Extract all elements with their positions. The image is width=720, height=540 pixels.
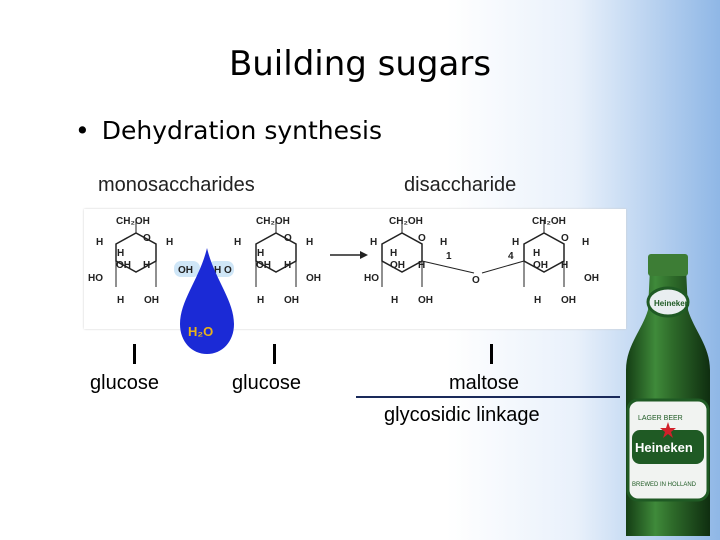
ring-oxygen: O (418, 233, 426, 244)
oh-group: OH (418, 295, 433, 306)
h-atom: H (370, 237, 377, 248)
oh-group: OH (533, 260, 548, 271)
oh-group: OH (561, 295, 576, 306)
h-atom: H (440, 237, 447, 248)
bottle-bottom-text: BREWED IN HOLLAND (632, 482, 697, 488)
carbon-number: 4 (508, 251, 514, 262)
arrow-head-icon (360, 251, 368, 259)
ring-oxygen: O (561, 233, 569, 244)
h-atom: H (534, 295, 541, 306)
ch2oh-label: CH₂OH (389, 216, 423, 227)
tick-mark (133, 344, 136, 364)
h-atom: H (284, 260, 291, 271)
ch2oh-label: CH₂OH (116, 216, 150, 227)
ho-group: HO (88, 273, 103, 284)
maltose-ring-1: CH₂OH O H H H OH H 1 HO H OH O (364, 216, 480, 306)
h-atom: H (257, 295, 264, 306)
leaving-h: H (214, 265, 221, 276)
bottle-subtext: LAGER BEER (638, 415, 683, 422)
carbon-number: 1 (446, 251, 452, 262)
h-atom: H (582, 237, 589, 248)
h-atom: H (143, 260, 150, 271)
beer-bottle-image: Heineken LAGER BEER Heineken BREWED IN H… (626, 254, 710, 536)
glucose-label-1: glucose (90, 372, 159, 394)
reaction-diagram: CH₂OH O H H H OH H HO H OH OH H O (84, 209, 626, 329)
bullet-text: Dehydration synthesis (101, 116, 383, 145)
h-atom: H (96, 237, 103, 248)
tick-mark (273, 344, 276, 364)
ch2oh-label: CH₂OH (256, 216, 290, 227)
leaving-oh: OH (178, 265, 193, 276)
oh-group: OH (306, 273, 321, 284)
reaction-svg: CH₂OH O H H H OH H HO H OH OH H O (88, 216, 599, 306)
disaccharide-header: disaccharide (404, 174, 517, 196)
oh-group: OH (390, 260, 405, 271)
ring-oxygen: O (143, 233, 151, 244)
h-atom: H (166, 237, 173, 248)
oh-group: OH (584, 273, 599, 284)
bottle-brand: Heineken (635, 440, 693, 455)
ring-oxygen: O (284, 233, 292, 244)
tick-mark (490, 344, 493, 364)
monosaccharides-header: monosaccharides (98, 174, 255, 196)
maltose-ring-2: CH₂OH O H H 4 H OH H OH H OH (481, 216, 599, 306)
red-star-icon (660, 422, 676, 438)
ho-group: HO (364, 273, 379, 284)
h-atom: H (418, 260, 425, 271)
h-atom: H (391, 295, 398, 306)
h-atom: H (117, 295, 124, 306)
bullet-item: • Dehydration synthesis (75, 116, 382, 145)
glucose-label-2: glucose (232, 372, 301, 394)
glucose-ring-1: CH₂OH O H H H OH H HO H OH (88, 216, 173, 306)
h-atom: H (533, 248, 540, 259)
glycosidic-linkage-label: glycosidic linkage (384, 404, 540, 426)
water-drop-icon: H₂O (180, 248, 234, 354)
glycosidic-oxygen: O (472, 275, 480, 286)
glucose-ring-2: CH₂OH O H H H OH H OH H OH (234, 216, 321, 306)
bullet-dot: • (75, 116, 90, 145)
oh-group: OH (144, 295, 159, 306)
h-atom: H (117, 248, 124, 259)
slide-title: Building sugars (228, 44, 492, 84)
maltose-label: maltose (449, 372, 520, 394)
leaving-o: O (224, 265, 232, 276)
h-atom: H (257, 248, 264, 259)
oh-group: OH (284, 295, 299, 306)
neck-label: Heineken (654, 299, 690, 308)
h-atom: H (306, 237, 313, 248)
h-atom: H (561, 260, 568, 271)
oh-group: OH (256, 260, 271, 271)
oh-group: OH (116, 260, 131, 271)
h-atom: H (390, 248, 397, 259)
divider-line (356, 396, 620, 398)
water-label: H₂O (188, 324, 213, 339)
h-atom: H (234, 237, 241, 248)
ch2oh-label: CH₂OH (532, 216, 566, 227)
h-atom: H (512, 237, 519, 248)
